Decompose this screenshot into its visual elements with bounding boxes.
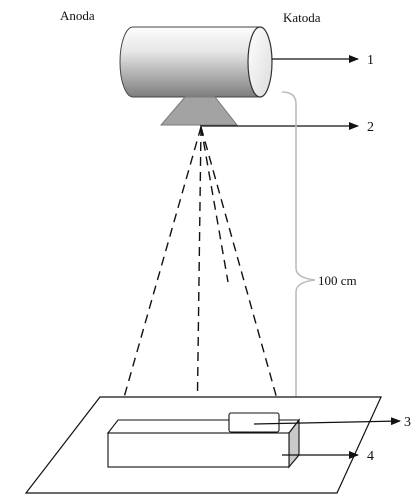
number-4: 4: [367, 449, 374, 464]
beam-right: [200, 126, 286, 425]
tube-cathode-end: [247, 26, 273, 98]
anode-label: Anoda: [60, 8, 95, 23]
arrow-3: [253, 417, 401, 426]
detector-box: [228, 412, 280, 433]
beam-right-inner: [200, 126, 229, 283]
number-2: 2: [367, 120, 374, 135]
distance-label: 100 cm: [318, 273, 357, 288]
tube-body: [119, 26, 261, 98]
collimator: [159, 96, 239, 126]
beam-left: [115, 126, 202, 423]
xray-tube: [119, 26, 273, 98]
xray-beams: [115, 126, 286, 433]
block-front: [107, 432, 290, 468]
cathode-label: Katoda: [283, 10, 321, 25]
number-3: 3: [404, 415, 411, 430]
distance-brace: [281, 91, 316, 429]
number-1: 1: [367, 53, 374, 68]
beam-center: [193, 126, 202, 433]
